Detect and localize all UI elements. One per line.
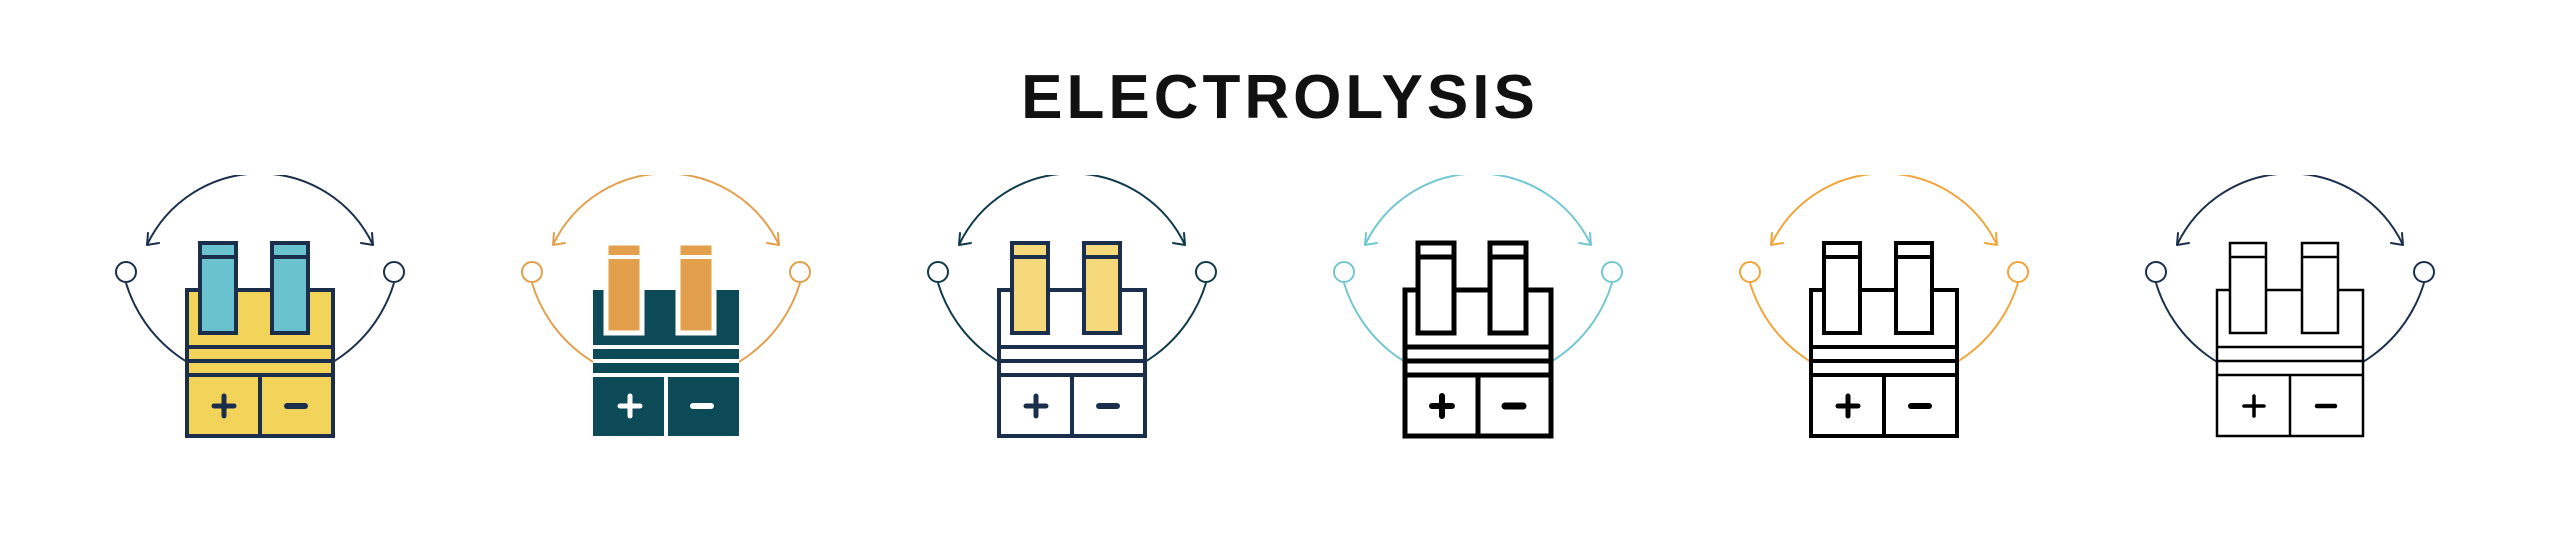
right-node-icon — [2413, 261, 2435, 283]
top-arc — [552, 175, 780, 246]
right-arrow-icon — [360, 232, 374, 246]
electrolysis-icon-line-orange — [1739, 175, 2029, 438]
left-node-icon — [927, 261, 949, 283]
icon-slot-1 — [90, 175, 430, 515]
right-node-icon — [1601, 261, 1623, 283]
left-arrow-icon — [1770, 232, 1784, 246]
right-arrow-icon — [1172, 232, 1186, 246]
left-node-icon — [521, 261, 543, 283]
right-node-icon — [789, 261, 811, 283]
page-title: ELECTROLYSIS — [1021, 63, 1539, 132]
electrolysis-icon-thin-line — [2145, 175, 2435, 438]
icon-slot-2 — [496, 175, 836, 515]
plus-icon — [617, 393, 643, 419]
icon-slot-3 — [902, 175, 1242, 515]
left-node-icon — [1333, 261, 1355, 283]
right-node-icon — [383, 261, 405, 283]
top-arc — [1364, 175, 1592, 246]
plus-icon — [1835, 393, 1861, 419]
electrolysis-icon-filled-duotone — [521, 175, 811, 436]
right-node-icon — [1195, 261, 1217, 283]
top-arc — [146, 175, 374, 246]
top-arc — [2176, 175, 2404, 246]
left-arrow-icon — [958, 232, 972, 246]
left-node-icon — [115, 261, 137, 283]
right-arrow-icon — [1984, 232, 1998, 246]
icon-slot-5 — [1714, 175, 2054, 515]
plus-icon — [1023, 393, 1049, 419]
plus-icon — [1429, 393, 1455, 419]
top-arc — [958, 175, 1186, 246]
right-arrow-icon — [1578, 232, 1592, 246]
left-node-icon — [1739, 261, 1761, 283]
electrolysis-icon-filled-color — [115, 175, 405, 438]
left-arrow-icon — [2176, 232, 2190, 246]
electrolysis-icon-thick-line — [1333, 175, 1623, 439]
left-arrow-icon — [552, 232, 566, 246]
plus-icon — [2242, 394, 2266, 418]
top-arc — [1770, 175, 1998, 246]
icon-slot-6 — [2120, 175, 2460, 515]
left-arrow-icon — [146, 232, 160, 246]
icon-slot-4 — [1308, 175, 1648, 515]
right-arrow-icon — [766, 232, 780, 246]
plus-icon — [211, 393, 237, 419]
left-arrow-icon — [1364, 232, 1378, 246]
right-node-icon — [2007, 261, 2029, 283]
electrolysis-icon-line-duotone — [927, 175, 1217, 438]
right-arrow-icon — [2390, 232, 2404, 246]
left-node-icon — [2145, 261, 2167, 283]
